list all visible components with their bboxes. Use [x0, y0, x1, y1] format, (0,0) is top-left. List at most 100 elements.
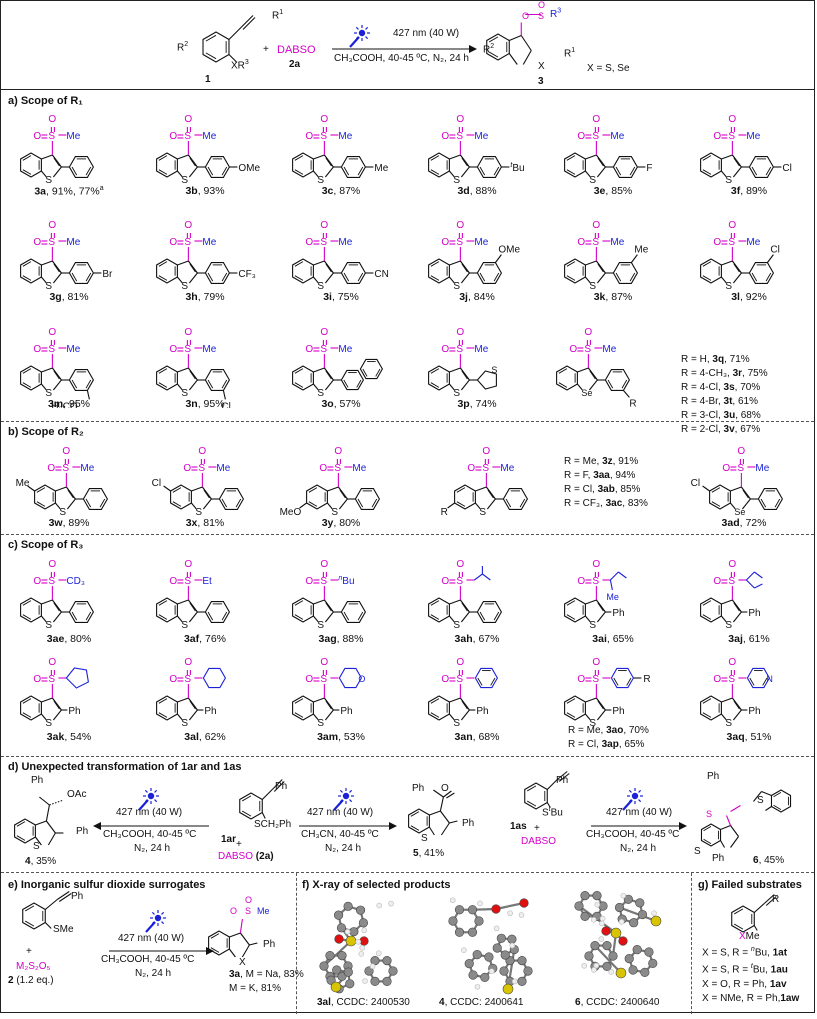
product-3ak: SSOOPh3ak, 54% [1, 648, 137, 756]
svg-text:Ph: Ph [476, 706, 488, 717]
product-3ag-yield: 3ag, 88% [273, 633, 409, 645]
d-left-cond2: CH₃COOH, 40-45 ºC [103, 829, 196, 840]
product-3k: SSOOMeMe3k, 87% [545, 211, 681, 319]
plus-sign: + [263, 44, 269, 55]
section-g-title: g) Failed substrates [698, 879, 802, 891]
d-ph-5b: Ph [462, 818, 474, 829]
product-3an-yield: 3an, 68% [409, 731, 545, 743]
d-oac-label: OAc [67, 789, 86, 800]
svg-text:F: F [646, 163, 652, 174]
svg-text:O: O [305, 131, 313, 142]
svg-text:O: O [320, 657, 328, 668]
product-3d-yield: 3d, 88% [409, 185, 545, 197]
e-cond1: 427 nm (40 W) [118, 933, 184, 944]
e-o2: O [245, 895, 252, 905]
svg-text:O: O [592, 559, 600, 570]
svg-text:O: O [577, 131, 585, 142]
header-svg [1, 1, 816, 89]
product-3n-yield: 3n, 95% [137, 398, 273, 410]
svg-text:Me: Me [374, 163, 388, 174]
svg-text:O: O [169, 674, 177, 685]
dabso-reagent: DABSO [277, 44, 316, 56]
svg-text:O: O [584, 327, 592, 338]
svg-text:O: O [592, 114, 600, 125]
product-3af: SSOOEt3af, 76% [137, 550, 273, 658]
svg-text:Me: Me [746, 237, 760, 248]
d-ph-label: Ph [31, 775, 43, 786]
d-plus2: + [534, 823, 540, 834]
svg-text:O: O [713, 576, 721, 587]
svg-text:S: S [725, 620, 732, 631]
product-3w: SSOOMeMe3w, 89% [1, 437, 137, 545]
svg-text:Me: Me [216, 463, 230, 474]
product-3z-3ac-scaffold: SSOOMeR [421, 437, 557, 545]
d-s-6a: S [757, 795, 764, 806]
product-3y: SSOOMeMeO3y, 80% [273, 437, 409, 545]
svg-text:O: O [184, 114, 192, 125]
svg-text:O: O [482, 446, 490, 457]
svg-text:O: O [456, 559, 464, 570]
d-stbu: StBu [542, 806, 563, 818]
svg-text:Ph: Ph [340, 706, 352, 717]
svg-text:S: S [45, 718, 52, 729]
svg-text:Cl: Cl [152, 478, 161, 489]
xray-6: 6, CCDC: 2400640 [575, 997, 660, 1008]
d-right-cond2: CH₃COOH, 40-45 ºC [586, 829, 679, 840]
svg-text:Me: Me [66, 131, 80, 142]
e-me: Me [257, 906, 270, 916]
product-3l: SSOOMeCl3l, 92% [681, 211, 817, 319]
d-right-cond3: N₂, 24 h [620, 843, 656, 854]
svg-text:O: O [198, 446, 206, 457]
product-3ai-yield: 3ai, 65% [545, 633, 681, 645]
xray-4: 4, CCDC: 2400641 [439, 997, 524, 1008]
section-c-divider [1, 756, 814, 757]
svg-text:O: O [48, 220, 56, 231]
xray-svg [306, 891, 686, 999]
svg-text:O: O [320, 327, 328, 338]
svg-text:S: S [589, 620, 596, 631]
svg-text:O: O [358, 674, 365, 684]
svg-text:Me: Me [352, 463, 366, 474]
svg-text:O: O [441, 131, 449, 142]
svg-text:O: O [305, 344, 313, 355]
svg-text:S: S [48, 237, 55, 248]
svg-text:Ph: Ph [204, 706, 216, 717]
svg-text:O: O [737, 446, 745, 457]
svg-text:R: R [643, 674, 650, 685]
product-3m-yield: 3m, 95% [1, 398, 137, 410]
e-cond3: N₂, 24 h [135, 968, 171, 979]
product-3o: SSOOMe3o, 57% [273, 318, 409, 426]
svg-text:N: N [766, 674, 773, 684]
d-s-atom-4: S [33, 841, 40, 852]
failed-substrate-item: X = NMe, R = Ph,1aw [702, 992, 799, 1006]
svg-text:O: O [184, 327, 192, 338]
svg-text:O: O [184, 657, 192, 668]
svg-text:Me: Me [202, 131, 216, 142]
e-prod-x: X [239, 957, 246, 968]
svg-text:Me: Me [602, 344, 616, 355]
svg-text:O: O [33, 576, 41, 587]
product-3ah-yield: 3ah, 67% [409, 633, 545, 645]
e-o1: O [230, 906, 237, 916]
product-3b: SSOOMeOMe3b, 93% [137, 105, 273, 213]
svg-text:Me: Me [746, 131, 760, 142]
list-item: R = Me, 3z, 91% [564, 455, 648, 469]
product-3p: SSOOMeS3p, 74% [409, 318, 545, 426]
svg-text:O: O [305, 674, 313, 685]
product-3f-yield: 3f, 89% [681, 185, 817, 197]
svg-text:O: O [47, 463, 55, 474]
product-3c: SSOOMeMe3c, 87% [273, 105, 409, 213]
product-3l-yield: 3l, 92% [681, 291, 817, 303]
product-3-label: 3 [538, 76, 544, 87]
section-d: Ph OAc S Ph 4, 35% 427 nm (40 W) CH₃COOH… [1, 771, 814, 869]
list-item: R = CF₃, 3ac, 83% [564, 497, 648, 511]
svg-text:Me: Me [610, 131, 624, 142]
d-ph-4: Ph [76, 826, 88, 837]
g-r: R [772, 894, 779, 905]
svg-text:S: S [48, 674, 55, 685]
product-3ak-yield: 3ak, 54% [1, 731, 137, 743]
svg-text:O: O [33, 237, 41, 248]
section-e-title: e) Inorganic sulfur dioxide surrogates [8, 879, 205, 891]
svg-text:OMe: OMe [238, 163, 260, 174]
svg-text:S: S [48, 131, 55, 142]
